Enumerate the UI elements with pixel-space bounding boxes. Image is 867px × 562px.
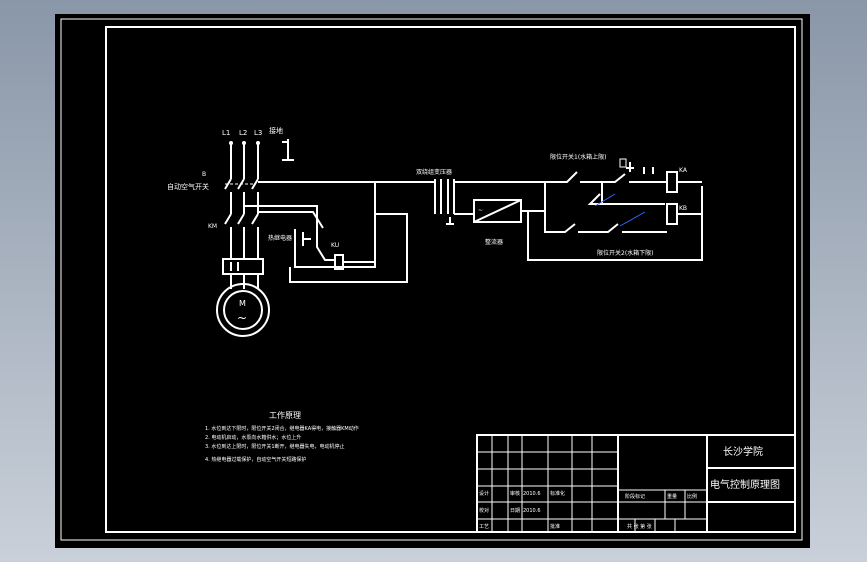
label-kb: KB	[679, 205, 687, 212]
label-motor-ac: ~	[237, 311, 247, 325]
tb-cell: 批准	[550, 523, 560, 530]
label-qf: B	[202, 171, 206, 178]
notes-line: 4. 热继电器过载保护，自动空气开关短路保护	[205, 456, 306, 463]
title-block: 长沙学院 电气控制原理图 设计 审核 2010.6 校对 日期 2010.6 标…	[476, 434, 796, 533]
label-ka: KA	[679, 167, 688, 174]
notes-line: 3. 水位到达上限时，限位开关1断开，继电器失电，电动机停止	[205, 443, 345, 450]
notes-line: 2. 电动机启动，水泵向水箱供水；水位上升	[205, 434, 301, 441]
label-l3: L3	[254, 129, 262, 137]
power-circuit: L1 L2 L3 接地 B 自动空气开关 KM 热继电器 KU M	[167, 126, 376, 337]
notes-line: 1. 水位到达下限时，限位开关2闭合，继电器KA得电，接触器KM动作	[205, 425, 359, 432]
label-switch-lower: 限位开关2(水箱下限)	[597, 249, 654, 257]
label-l2: L2	[239, 129, 247, 137]
label-breaker: 自动空气开关	[167, 182, 209, 191]
tb-cell: 重量	[667, 493, 677, 500]
tb-cell: 审核	[510, 490, 520, 497]
tb-cell: 比例	[687, 493, 697, 500]
kb-coil	[666, 203, 678, 225]
label-ground: 接地	[269, 126, 283, 135]
tb-cell: 标准化	[550, 490, 565, 497]
drawing-name: 电气控制原理图	[710, 478, 780, 491]
label-rectifier: 整流器	[485, 238, 503, 246]
ka-coil	[666, 171, 678, 193]
label-switch-upper: 限位开关1(水箱上限)	[550, 153, 607, 161]
tb-cell: 日期	[510, 508, 520, 514]
cad-viewport[interactable]: L1 L2 L3 接地 B 自动空气开关 KM 热继电器 KU M	[55, 14, 810, 548]
tb-cell: 阶段标记	[625, 493, 645, 500]
label-km: KM	[208, 223, 217, 230]
tb-cell: 校对	[479, 507, 489, 514]
tb-sheet-info: 共 张 第 张	[627, 523, 652, 530]
tb-date2: 2010.6	[523, 508, 541, 514]
control-circuit: 限位开关1(水箱上限) 限位开关2(水箱下限) KA KB	[544, 153, 702, 257]
outer-frame	[60, 18, 803, 541]
svg-text:~: ~	[478, 207, 483, 214]
label-overload: 热继电器	[268, 234, 292, 242]
motor	[216, 283, 270, 337]
tb-cell: 设计	[479, 490, 489, 497]
label-transformer: 双绕组变压器	[416, 168, 452, 176]
label-l1: L1	[222, 129, 230, 137]
control-supply: 双绕组变压器 ~ 整流器	[289, 168, 703, 283]
inner-frame	[105, 26, 796, 533]
notes: 工作原理 1. 水位到达下限时，限位开关2闭合，继电器KA得电，接触器KM动作 …	[205, 410, 359, 463]
label-ku: KU	[331, 242, 339, 249]
tb-cell: 工艺	[479, 524, 489, 530]
label-motor-m: M	[239, 299, 246, 308]
transformer-icon	[434, 179, 455, 214]
school-name: 长沙学院	[723, 445, 763, 458]
thermal-relay	[222, 258, 264, 275]
drawing-sheet: L1 L2 L3 接地 B 自动空气开关 KM 热继电器 KU M	[60, 18, 803, 541]
notes-heading: 工作原理	[269, 410, 301, 420]
tb-date1: 2010.6	[523, 491, 541, 497]
